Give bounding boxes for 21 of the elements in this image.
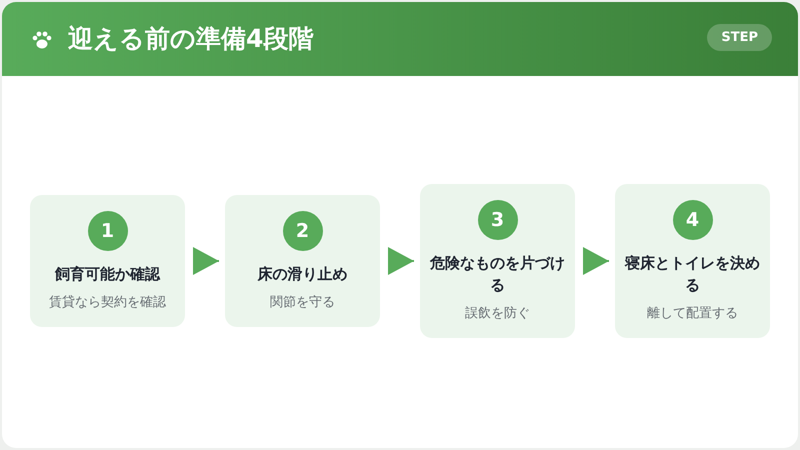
step-number-badge: 3 <box>478 200 518 240</box>
step-description: 誤飲を防ぐ <box>465 305 530 322</box>
step-card <box>615 184 770 338</box>
step-title: 寝床とトイレを決める <box>625 253 760 296</box>
step-number-badge: 2 <box>282 211 322 251</box>
step-number-badge: 4 <box>672 200 712 240</box>
title: 迎える前の準備4段階 <box>68 23 314 55</box>
arrow <box>193 247 219 275</box>
arrow <box>388 247 414 275</box>
step-badge: STEP <box>707 24 772 51</box>
step-card <box>225 195 380 327</box>
step-description: 賃貸なら契約を確認 <box>49 294 166 311</box>
step-description: 関節を守る <box>270 294 335 311</box>
step-title: 床の滑り止め <box>258 264 348 285</box>
step-number-badge: 1 <box>88 211 128 251</box>
step-description: 離して配置する <box>647 305 738 322</box>
step-title: 危険なものを片づける <box>430 253 565 296</box>
step-card <box>420 184 575 338</box>
step-card <box>30 195 185 327</box>
step-title: 飼育可能か確認 <box>55 264 160 285</box>
arrow <box>583 247 609 275</box>
